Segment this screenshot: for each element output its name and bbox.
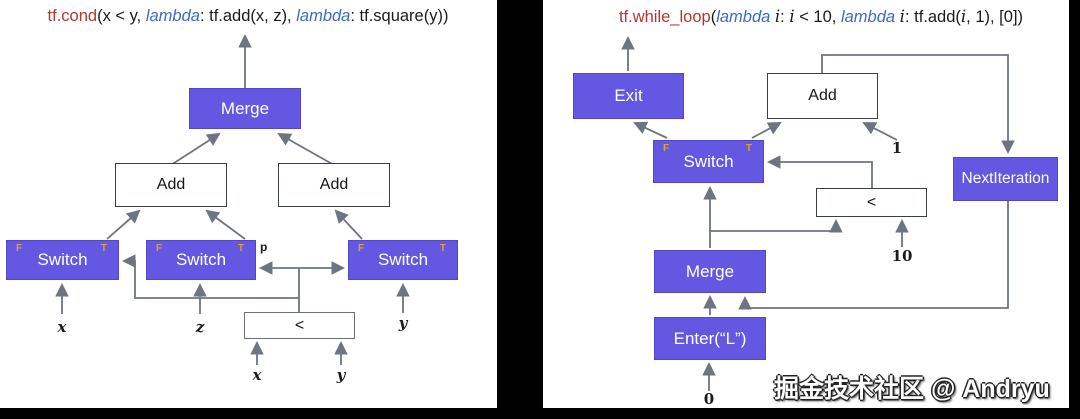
cond-switch3-node: F Switch T [348, 240, 458, 280]
node-label: Add [808, 87, 837, 104]
switch-true-port: T [237, 243, 244, 254]
while-add-node: Add [767, 73, 878, 119]
node-label: NextIteration [961, 170, 1050, 187]
code-var-i: i [899, 7, 905, 26]
panel-divider-bar [497, 0, 543, 419]
node-label: Switch [683, 151, 734, 171]
constant-ten-label: 10 [891, 247, 913, 265]
code-text: (x < y, [97, 7, 146, 25]
code-lambda: lambda [840, 8, 900, 26]
switch-false-port: F [358, 243, 365, 254]
switch-false-port: F [156, 243, 163, 254]
node-label: Exit [614, 86, 643, 105]
switch-true-port: T [439, 243, 446, 254]
cmp-x-label: x [252, 366, 262, 384]
code-text: : tf.add( [904, 8, 961, 26]
node-label: Switch [175, 250, 227, 269]
predicate-label: p [260, 240, 268, 254]
node-label: Enter(“L”) [673, 328, 747, 348]
switch-true-port: T [100, 243, 107, 254]
while-enter-node: Enter(“L”) [654, 317, 766, 360]
node-label: Switch [377, 250, 429, 269]
while-less-node: < [816, 188, 927, 217]
right-edge-bar [1069, 0, 1080, 419]
node-label: < [866, 193, 877, 211]
code-var-i: i [960, 7, 967, 26]
code-text: , 1), [0]) [966, 8, 1024, 26]
cond-switch2-node: F Switch T [146, 240, 256, 280]
cond-less-node: < [244, 312, 355, 339]
code-text: ( [710, 8, 717, 26]
cond-merge-node: Merge [189, 88, 301, 129]
node-label: Switch [37, 250, 88, 269]
switch-false-port: F [16, 243, 23, 254]
node-label: Merge [685, 261, 735, 281]
input-x-label: x [57, 318, 67, 336]
cmp-y-label: y [336, 366, 346, 384]
node-label: < [294, 316, 305, 334]
constant-zero-label: 0 [703, 390, 715, 408]
code-var-i: i [774, 7, 781, 26]
constant-one-label: 1 [891, 139, 903, 157]
node-label: Merge [220, 98, 270, 118]
cond-switch1-node: F Switch T [6, 240, 119, 280]
switch-false-port: F [663, 143, 670, 154]
code-text: : tf.square(y)) [350, 7, 449, 25]
input-z-label: z [195, 318, 205, 336]
watermark-text: 掘金技术社区 @ Andryu [774, 375, 1050, 403]
cond-add-right-node: Add [278, 163, 390, 207]
node-label: Add [319, 176, 349, 193]
switch-true-port: T [745, 143, 752, 154]
while-switch-node: F Switch T [653, 140, 764, 183]
code-lambda: lambda [296, 7, 351, 25]
bottom-edge-bar [0, 408, 1080, 419]
right-code-title: tf.while_loop(lambda i: i < 10, lambda i… [588, 7, 1054, 29]
cond-add-left-node: Add [115, 163, 227, 207]
code-fn: tf.while_loop [618, 8, 711, 26]
code-text: < 10, [794, 8, 841, 26]
code-fn: tf.cond [47, 7, 98, 25]
code-lambda: lambda [145, 7, 200, 25]
while-merge-node: Merge [654, 250, 766, 293]
code-var-i: i [789, 7, 795, 26]
code-lambda: lambda [716, 8, 775, 26]
code-text: : tf.add(x, z), [199, 7, 297, 25]
node-label: Add [156, 176, 186, 193]
left-code-title: tf.cond(x < y, lambda: tf.add(x, z), lam… [18, 7, 478, 29]
while-exit-node: Exit [573, 73, 684, 119]
code-text: : [780, 8, 790, 26]
input-y-label: y [398, 314, 408, 332]
while-nextiteration-node: NextIteration [953, 157, 1058, 201]
